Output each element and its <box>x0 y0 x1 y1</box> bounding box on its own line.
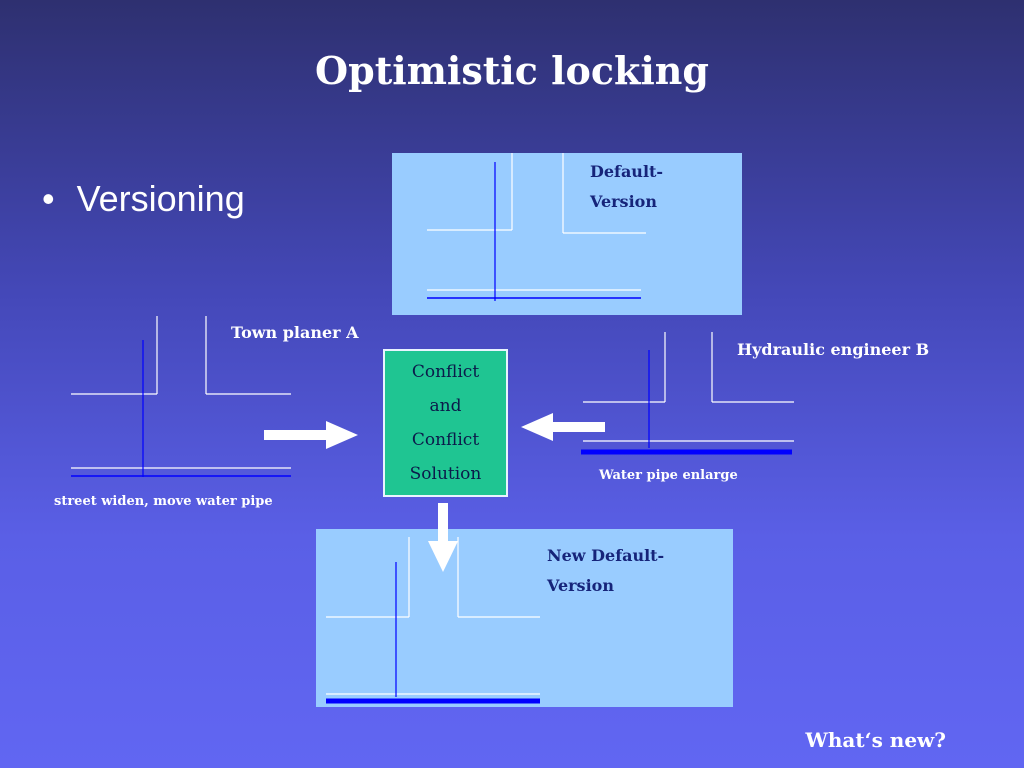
default-version-panel <box>392 153 742 315</box>
new-default-version-label-line1: New Default- <box>547 546 665 565</box>
town-planer-plan <box>71 316 291 477</box>
default-version-label-line1: Default- <box>590 162 664 181</box>
slide-title: Optimistic locking <box>315 48 709 93</box>
bullet-dot: • <box>42 178 55 219</box>
hydraulic-engineer-plan <box>581 332 794 455</box>
new-default-version-plan <box>326 537 540 704</box>
arrow-left-icon <box>521 413 605 441</box>
hydraulic-engineer-label: Hydraulic engineer B <box>737 340 930 359</box>
conflict-box-line4: Solution <box>409 464 482 484</box>
bullet-item: • Versioning <box>42 178 245 220</box>
default-version-label: Default- Version <box>590 157 663 217</box>
arrow-right-icon <box>264 421 358 449</box>
new-default-version-panel <box>316 529 733 707</box>
new-default-version-label-line2: Version <box>547 576 614 595</box>
new-default-version-label: New Default- Version <box>547 541 664 601</box>
town-planer-label: Town planer A <box>231 323 359 342</box>
default-version-plan <box>427 153 646 301</box>
water-pipe-label: Water pipe enlarge <box>599 468 738 483</box>
street-widen-label: street widen, move water pipe <box>54 494 273 509</box>
whats-new-link[interactable]: What‘s new? <box>805 728 946 752</box>
default-version-label-line2: Version <box>590 192 657 211</box>
conflict-box-line1: Conflict <box>411 362 480 382</box>
conflict-box-line3: Conflict <box>411 430 480 450</box>
bullet-text: Versioning <box>76 178 245 219</box>
arrow-down-icon <box>428 503 458 572</box>
conflict-solution-box: Conflict and Conflict Solution <box>383 349 508 497</box>
conflict-box-line2: and <box>429 396 462 416</box>
